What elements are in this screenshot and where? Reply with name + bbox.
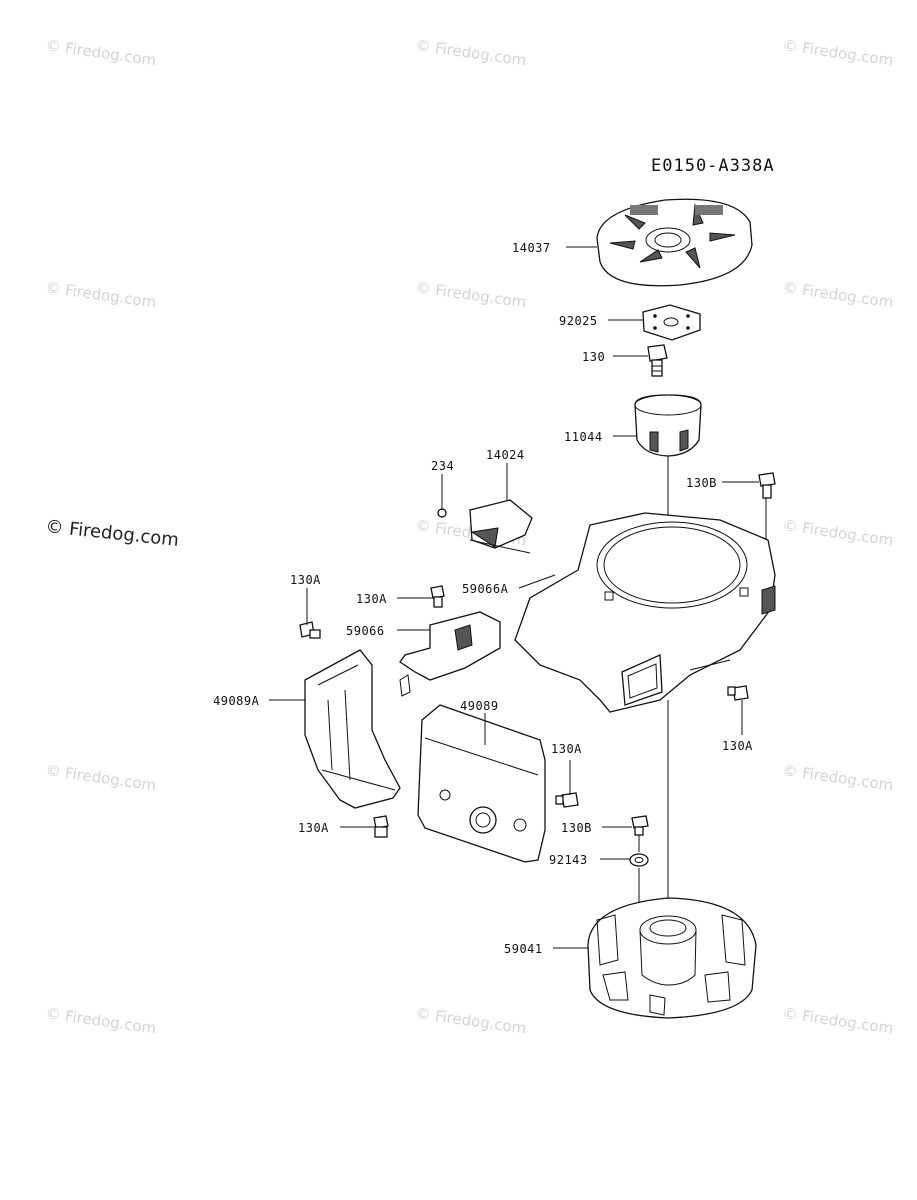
part-130B-top-drawing[interactable] — [758, 472, 776, 499]
part-130A-right-drawing[interactable] — [727, 685, 749, 701]
part-11044-drawing[interactable] — [634, 394, 702, 457]
part-label-49089A[interactable]: 49089A — [213, 694, 260, 708]
part-130A-left-drawing[interactable] — [299, 621, 321, 639]
part-130B-bottom-drawing[interactable] — [631, 815, 649, 836]
watermark-text: © Firedog.com — [781, 278, 894, 311]
watermark-text: © Firedog.com — [414, 278, 527, 311]
part-label-130A-mid[interactable]: 130A — [356, 592, 387, 606]
part-label-130B-bottom[interactable]: 130B — [561, 821, 592, 835]
part-49089-drawing[interactable] — [417, 704, 546, 863]
part-234-drawing[interactable] — [437, 508, 447, 518]
watermark-text: © Firedog.com — [44, 278, 157, 311]
part-label-130B-top[interactable]: 130B — [686, 476, 717, 490]
watermark-text: © Firedog.com — [781, 516, 894, 549]
part-130-drawing[interactable] — [647, 344, 668, 377]
part-59066-drawing[interactable] — [399, 611, 501, 697]
diagram-code: E0150-A338A — [651, 156, 775, 176]
part-label-14024[interactable]: 14024 — [486, 448, 525, 462]
watermark-text: © Firedog.com — [414, 1004, 527, 1037]
watermark-text: © Firedog.com — [44, 761, 157, 794]
part-14024-drawing[interactable] — [469, 499, 533, 554]
watermark-main: © Firedog.com — [44, 516, 179, 551]
part-label-92025[interactable]: 92025 — [559, 314, 598, 328]
part-130A-center-drawing[interactable] — [555, 792, 579, 808]
part-59066A-drawing[interactable] — [514, 512, 776, 713]
part-label-130A-right[interactable]: 130A — [722, 739, 753, 753]
part-label-14037[interactable]: 14037 — [512, 241, 551, 255]
watermarks: © Firedog.com © Firedog.com © Firedog.co… — [44, 36, 894, 1037]
watermark-text: © Firedog.com — [44, 36, 157, 69]
part-label-234[interactable]: 234 — [431, 459, 454, 473]
part-label-130A-center[interactable]: 130A — [551, 742, 582, 756]
watermark-text: © Firedog.com — [414, 36, 527, 69]
part-label-130A-left[interactable]: 130A — [290, 573, 321, 587]
leader-lines — [269, 246, 759, 949]
part-130A-mid-drawing[interactable] — [430, 585, 445, 608]
part-label-92143[interactable]: 92143 — [549, 853, 588, 867]
part-label-49089[interactable]: 49089 — [460, 699, 499, 713]
part-130A-bottom-drawing[interactable] — [373, 815, 389, 838]
part-92143-drawing[interactable] — [629, 853, 649, 867]
part-labels: 14037 92025 130 11044 234 14024 130B 130… — [213, 241, 753, 956]
part-14037-drawing[interactable] — [596, 198, 753, 287]
part-label-130[interactable]: 130 — [582, 350, 605, 364]
watermark-text: © Firedog.com — [781, 761, 894, 794]
part-59041-drawing[interactable] — [587, 897, 757, 1019]
part-label-59041[interactable]: 59041 — [504, 942, 543, 956]
watermark-text: © Firedog.com — [781, 36, 894, 69]
watermark-text: © Firedog.com — [44, 1004, 157, 1037]
part-49089A-drawing[interactable] — [304, 649, 401, 809]
watermark-text: © Firedog.com — [781, 1004, 894, 1037]
part-92025-drawing[interactable] — [642, 304, 701, 341]
part-label-59066[interactable]: 59066 — [346, 624, 385, 638]
part-label-130A-bottom[interactable]: 130A — [298, 821, 329, 835]
part-label-11044[interactable]: 11044 — [564, 430, 603, 444]
part-label-59066A[interactable]: 59066A — [462, 582, 509, 596]
